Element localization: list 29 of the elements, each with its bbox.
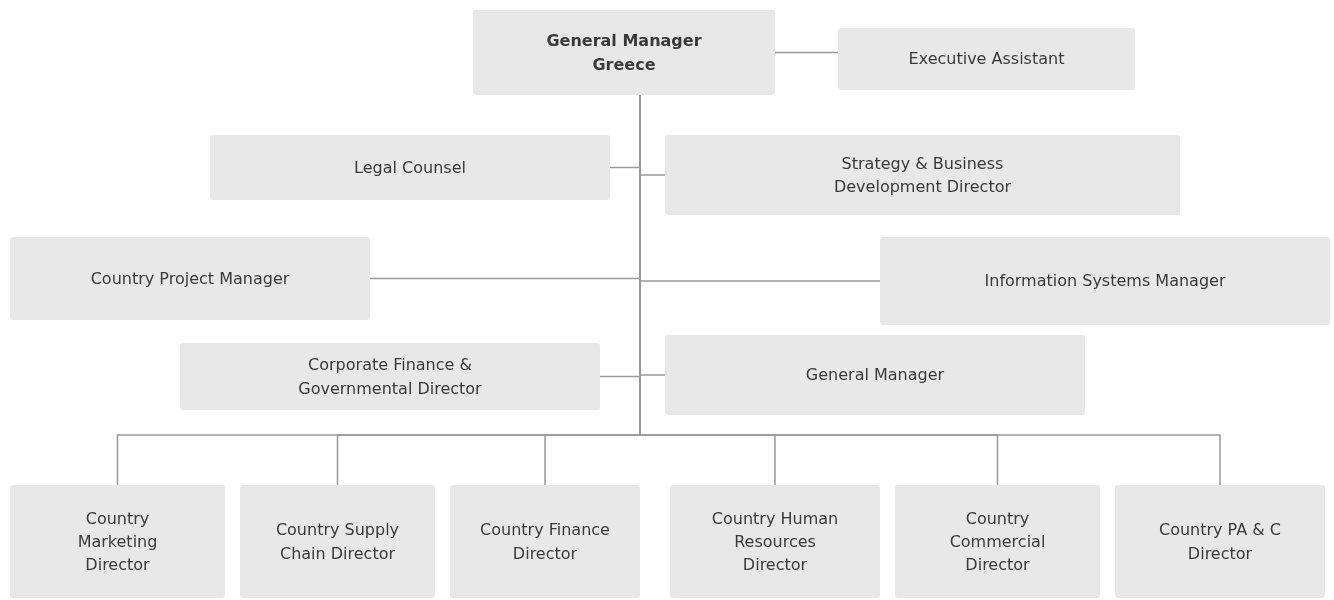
position-title: Information Systems Manager: [984, 270, 1226, 293]
position-box: [210, 135, 610, 200]
position-title: Country Marketing Director: [76, 507, 159, 577]
position-title: Country Finance Director: [479, 519, 611, 565]
position-box: [10, 237, 370, 320]
position-title: Strategy & Business Development Director: [832, 152, 1013, 198]
position-title: Country Supply Chain Director: [274, 519, 401, 565]
position-box: [10, 485, 225, 598]
position-box: [450, 485, 640, 598]
position-box: [670, 485, 880, 598]
position-title: General Manager Greece: [545, 30, 703, 76]
position-box: [665, 135, 1180, 215]
position-box: [838, 28, 1135, 90]
position-title: Country PA & C Director: [1157, 519, 1282, 565]
position-box: [1115, 485, 1325, 598]
position-box: [180, 343, 600, 410]
position-box: [240, 485, 435, 598]
position-title: Corporate Finance & Governmental Director: [297, 354, 483, 400]
position-box: [665, 335, 1085, 415]
position-title: Executive Assistant: [908, 48, 1065, 71]
position-title: General Manager: [805, 364, 945, 387]
position-box: [880, 237, 1330, 325]
position-box: [473, 10, 775, 95]
position-box: [895, 485, 1100, 598]
position-title: Legal Counsel: [354, 156, 466, 179]
connector-line: [774, 51, 839, 54]
position-title: Country Commercial Director: [948, 507, 1047, 577]
position-title: Country Project Manager: [90, 267, 290, 290]
position-title: Country Human Resources Director: [710, 507, 840, 577]
